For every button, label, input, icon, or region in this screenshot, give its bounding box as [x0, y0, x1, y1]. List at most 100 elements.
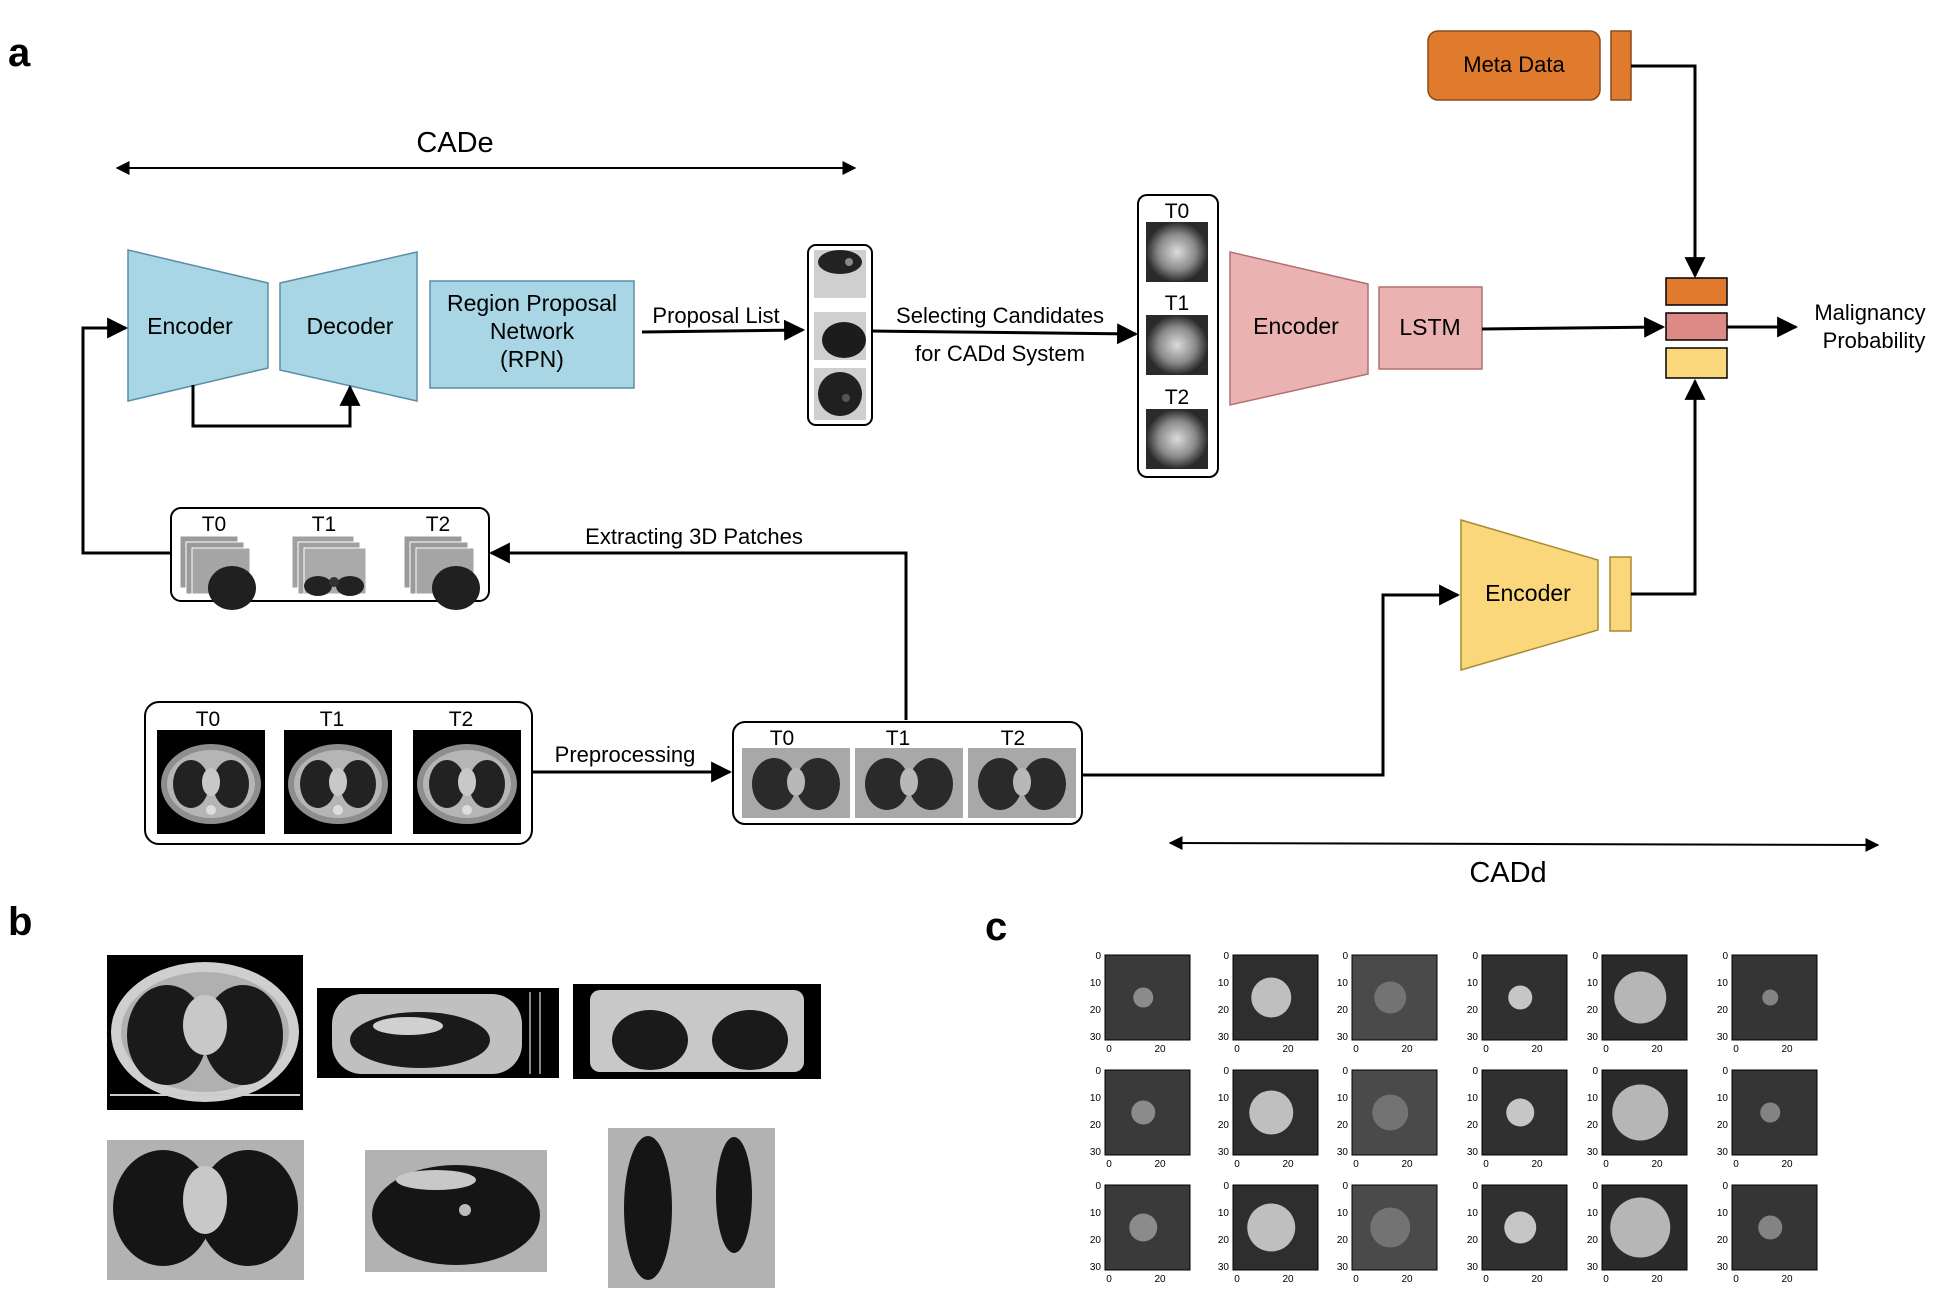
- cadd-top-encoder-label: Encoder: [1253, 313, 1339, 339]
- fusion-orange-feature: [1665, 277, 1728, 306]
- tick-label: 20: [1587, 1235, 1599, 1246]
- tick-label: 10: [1467, 1093, 1479, 1104]
- tick-label: 20: [1467, 1120, 1479, 1131]
- tick-label: 20: [1282, 1044, 1294, 1055]
- tick-label: 20: [1651, 1159, 1663, 1170]
- fusion-pink-feature: [1665, 312, 1728, 341]
- panel-label-c: c: [985, 905, 1007, 949]
- tick-label: 20: [1090, 1120, 1102, 1131]
- tick-label: 0: [1733, 1044, 1739, 1055]
- tick-label: 20: [1587, 1120, 1599, 1131]
- panel-b-sagittal-raw: [317, 988, 559, 1078]
- tick-label: 0: [1483, 1159, 1489, 1170]
- tick-label: 30: [1717, 1032, 1729, 1043]
- lstm-block: [1378, 286, 1483, 370]
- preprocessing-label: Preprocessing: [555, 742, 696, 767]
- tick-label: 0: [1733, 1159, 1739, 1170]
- tick-label: 0: [1095, 951, 1101, 962]
- fusion-yellow-feature: [1665, 347, 1728, 379]
- tick-label: 10: [1717, 1208, 1729, 1219]
- tick-label: 0: [1106, 1044, 1112, 1055]
- extracting-patches-label: Extracting 3D Patches: [585, 524, 803, 549]
- tick-label: 30: [1090, 1147, 1102, 1158]
- cadd-span-arrow: [1168, 836, 1880, 852]
- tick-label: 20: [1781, 1159, 1793, 1170]
- tick-label: 10: [1587, 1208, 1599, 1219]
- tick-label: 30: [1218, 1262, 1230, 1273]
- rpn-block: [429, 280, 635, 389]
- patch-stack-t0: [179, 535, 256, 610]
- tick-label: 20: [1401, 1274, 1413, 1285]
- tick-label: 0: [1603, 1159, 1609, 1170]
- meta-data-label: Meta Data: [1463, 52, 1565, 77]
- candidate-t1-label: T1: [1165, 292, 1190, 315]
- tick-label: 10: [1337, 1093, 1349, 1104]
- tick-label: 0: [1483, 1274, 1489, 1285]
- tick-label: 20: [1467, 1235, 1479, 1246]
- preprocessed-t2-label: T2: [1001, 727, 1026, 750]
- tick-label: 20: [1337, 1235, 1349, 1246]
- tick-label: 0: [1234, 1274, 1240, 1285]
- preprocessed-slice-t0: [742, 748, 850, 818]
- tick-label: 0: [1223, 951, 1229, 962]
- tick-label: 0: [1603, 1274, 1609, 1285]
- tick-label: 20: [1587, 1005, 1599, 1016]
- meta-data-block: [1427, 30, 1601, 101]
- tick-label: 0: [1353, 1159, 1359, 1170]
- tick-label: 0: [1592, 1181, 1598, 1192]
- tick-label: 30: [1337, 1147, 1349, 1158]
- proposal-thumbnail-2: [814, 312, 866, 360]
- lstm-label: LSTM: [1399, 314, 1460, 340]
- proposal-list-label: Proposal List: [652, 303, 779, 328]
- tick-label: 20: [1717, 1120, 1729, 1131]
- selecting-candidates-line2: for CADd System: [915, 341, 1085, 366]
- tick-label: 20: [1337, 1005, 1349, 1016]
- bottom-encoder-to-fusion-arrow: [1631, 378, 1706, 596]
- tick-label: 0: [1733, 1274, 1739, 1285]
- candidate-patch-t2: [1146, 409, 1208, 469]
- tick-label: 20: [1651, 1044, 1663, 1055]
- tick-label: 0: [1472, 1181, 1478, 1192]
- meta-to-fusion-arrow: [1631, 64, 1706, 279]
- tick-label: 20: [1154, 1044, 1166, 1055]
- tick-label: 0: [1592, 1066, 1598, 1077]
- tick-label: 10: [1218, 1208, 1230, 1219]
- proposal-list-arrow: [641, 319, 806, 341]
- output-label-line2: Probability: [1823, 328, 1926, 353]
- tick-label: 30: [1218, 1147, 1230, 1158]
- tick-label: 0: [1483, 1044, 1489, 1055]
- tick-label: 10: [1218, 978, 1230, 989]
- cadd-top-encoder-block: [1229, 251, 1369, 406]
- patch-stack-t2: [403, 535, 480, 610]
- raw-ct-t2-label: T2: [449, 708, 474, 731]
- tick-label: 0: [1234, 1159, 1240, 1170]
- tick-label: 0: [1592, 951, 1598, 962]
- panel-b-axial-raw: [107, 955, 303, 1110]
- tick-label: 30: [1090, 1032, 1102, 1043]
- raw-ct-t0-label: T0: [196, 708, 221, 731]
- tick-label: 0: [1342, 1181, 1348, 1192]
- skip-connection-arrow: [191, 384, 361, 428]
- tick-label: 30: [1587, 1032, 1599, 1043]
- raw-ct-slice-t1: [284, 730, 392, 834]
- preprocessed-slice-t2: [968, 748, 1076, 818]
- tick-label: 30: [1337, 1262, 1349, 1273]
- cade-decoder-block: [279, 251, 418, 402]
- candidate-patch-t1: [1146, 315, 1208, 375]
- candidate-patch-t0: [1146, 222, 1208, 282]
- tick-label: 0: [1722, 1066, 1728, 1077]
- tick-label: 0: [1106, 1159, 1112, 1170]
- cade-encoder-block: [127, 249, 269, 402]
- tick-label: 20: [1781, 1044, 1793, 1055]
- tick-label: 0: [1342, 1066, 1348, 1077]
- tick-label: 0: [1223, 1181, 1229, 1192]
